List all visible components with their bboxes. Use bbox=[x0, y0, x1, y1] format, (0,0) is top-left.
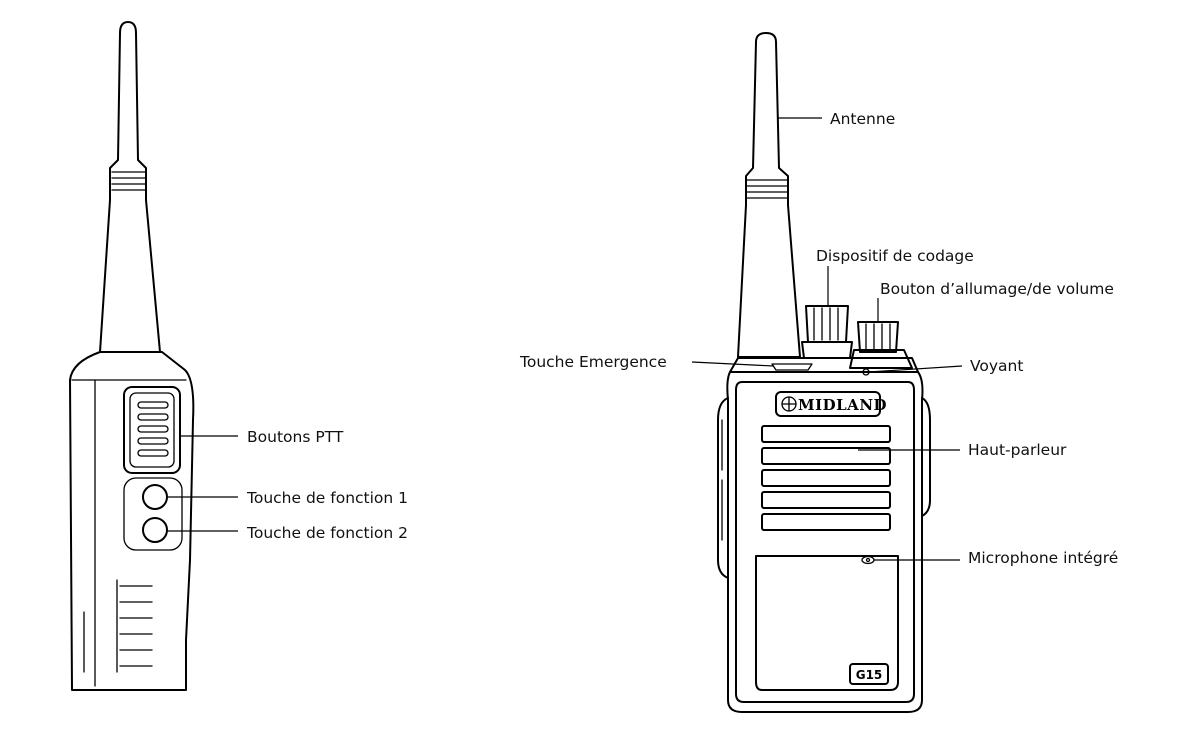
leader-emergency bbox=[691, 361, 775, 367]
front-encoder-knob bbox=[801, 305, 853, 359]
svg-text:MIDLAND: MIDLAND bbox=[798, 396, 887, 414]
label-power-volume: Bouton d’allumage/de volume bbox=[880, 280, 1114, 298]
front-speaker-grille bbox=[761, 425, 891, 531]
side-body bbox=[69, 351, 195, 691]
front-brand-logo: MIDLAND bbox=[775, 391, 887, 417]
side-ptt-button bbox=[123, 386, 181, 474]
front-view-radio: MIDLAND G15 bbox=[717, 32, 931, 713]
label-indicator: Voyant bbox=[970, 357, 1023, 375]
front-volume-knob bbox=[849, 321, 913, 369]
label-ptt: Boutons PTT bbox=[247, 428, 344, 446]
front-body bbox=[726, 371, 924, 713]
leader-indicator bbox=[868, 365, 963, 373]
side-function-key-1 bbox=[142, 484, 168, 510]
side-antenna bbox=[99, 21, 161, 353]
side-function-key-2 bbox=[142, 517, 168, 543]
label-function-2: Touche de fonction 2 bbox=[246, 524, 408, 542]
label-speaker: Haut-parleur bbox=[968, 441, 1067, 459]
label-antenna: Antenne bbox=[830, 110, 895, 128]
front-model-badge: G15 bbox=[849, 663, 889, 685]
label-function-1: Touche de fonction 1 bbox=[246, 489, 408, 507]
side-lower-grip bbox=[116, 579, 153, 673]
front-emergency-button bbox=[771, 363, 813, 371]
svg-text:G15: G15 bbox=[856, 668, 883, 682]
front-antenna bbox=[737, 32, 801, 358]
label-emergency: Touche Emergence bbox=[519, 353, 667, 371]
label-microphone: Microphone intégré bbox=[968, 549, 1118, 567]
front-antenna-ribs bbox=[746, 179, 789, 199]
side-antenna-ribs bbox=[111, 171, 147, 191]
label-encoder: Dispositif de codage bbox=[816, 247, 974, 265]
side-view-radio bbox=[69, 21, 195, 691]
front-microphone bbox=[861, 555, 875, 565]
side-ptt-grip bbox=[137, 401, 169, 457]
